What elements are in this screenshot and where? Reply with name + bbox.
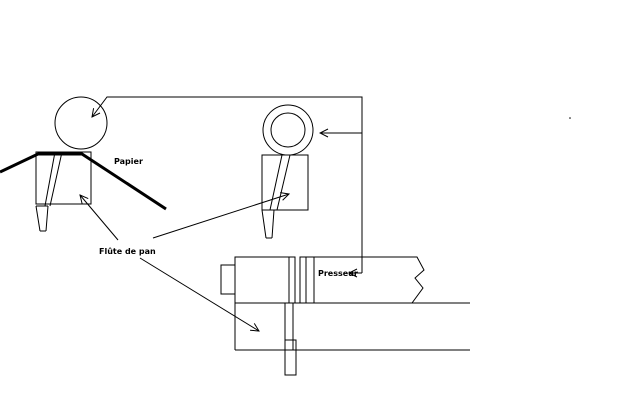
flute-arrow-to-middle-block — [152, 194, 289, 239]
paper-sheet — [0, 152, 167, 211]
middle-rod — [261, 154, 291, 239]
presser-assembly — [220, 256, 470, 376]
middle-ring-roller — [262, 104, 314, 156]
flute-arrow-to-left-block — [80, 195, 119, 241]
flute-arrow-to-presser-base — [139, 257, 259, 331]
middle-flute-block — [261, 154, 309, 211]
left-roller — [54, 96, 108, 150]
left-flute-block — [35, 151, 92, 205]
pan-flute-label: Flûte de pan — [99, 247, 156, 256]
stray-dot — [569, 117, 571, 119]
paper-label: Papier — [114, 157, 143, 166]
left-rod — [35, 151, 63, 232]
presser-label: Presseur — [318, 269, 358, 278]
presser-to-left-roller-link — [92, 96, 363, 273]
